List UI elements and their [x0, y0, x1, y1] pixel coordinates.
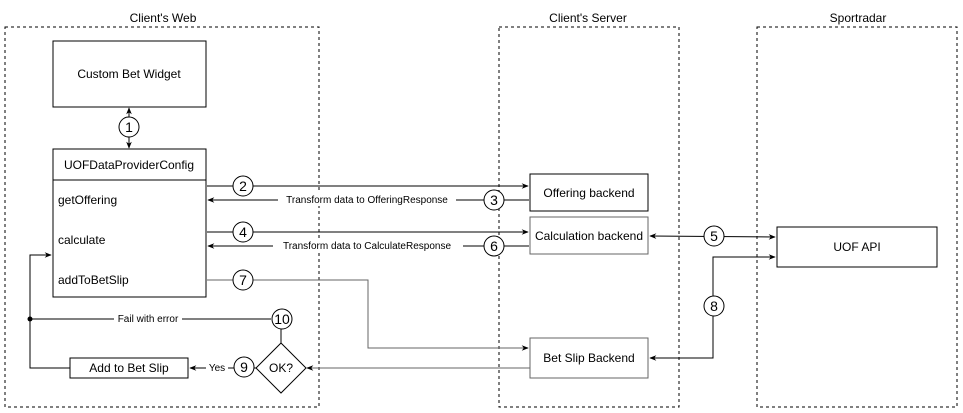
edge-step-8: 8 [649, 254, 776, 361]
step-5-badge [703, 225, 725, 247]
node-add-to-bet-slip[interactable]: Add to Bet Slip [69, 357, 189, 379]
edge-step-5: 5 [649, 225, 776, 247]
step-4-number: 4 [239, 224, 247, 240]
group-clients-web: Client's Web [4, 11, 320, 408]
step-4-badge [232, 221, 254, 243]
calculation-backend-label: Calculation backend [535, 229, 643, 243]
node-uof-data-provider-config[interactable]: UOFDataProviderConfig getOffering calcul… [52, 148, 207, 298]
step-7-badge [232, 269, 254, 291]
edge-step-7: 7 [207, 269, 529, 351]
method-add-to-bet-slip[interactable]: addToBetSlip [58, 273, 129, 287]
node-calculation-backend[interactable]: Calculation backend [529, 216, 649, 255]
edge-return-to-config [29, 252, 70, 369]
node-offering-backend[interactable]: Offering backend [529, 173, 649, 212]
edge-step-6: Transform data to CalculateResponse 6 [207, 235, 529, 257]
group-border-clients-server [498, 26, 680, 408]
edge-step-1: 1 [118, 107, 140, 149]
junction-dot [27, 316, 33, 322]
method-calculate[interactable]: calculate [58, 233, 106, 247]
step-1-number: 1 [125, 119, 133, 135]
step-8-number: 8 [710, 298, 718, 314]
group-title-clients-server: Client's Server [549, 11, 627, 25]
step-2-number: 2 [239, 178, 247, 194]
node-ok-decision[interactable]: OK? [255, 342, 307, 394]
edge-step-2: 2 [207, 175, 529, 197]
step-9-number: 9 [240, 359, 248, 375]
step-10-number: 10 [274, 311, 290, 327]
edge-step-10: Fail with error 10 [27, 308, 293, 343]
add-to-bet-slip-label: Add to Bet Slip [89, 361, 169, 375]
step-3-badge [483, 189, 505, 211]
step-2-badge [232, 175, 254, 197]
edge-step-9: Yes 9 [189, 356, 256, 378]
group-sportradar: Sportradar [756, 11, 958, 408]
node-bet-slip-backend[interactable]: Bet Slip Backend [529, 337, 649, 379]
step-1-badge [118, 116, 140, 138]
node-uof-api[interactable]: UOF API [776, 226, 938, 268]
edge-label-transform-offering: Transform data to OfferingResponse [286, 195, 448, 206]
step-5-number: 5 [710, 228, 718, 244]
node-custom-bet-widget[interactable]: Custom Bet Widget [52, 40, 207, 108]
step-10-badge [271, 308, 293, 330]
uof-config-title: UOFDataProviderConfig [64, 158, 194, 172]
ok-decision-label: OK? [269, 361, 293, 375]
custom-bet-widget-label: Custom Bet Widget [77, 67, 181, 81]
method-get-offering[interactable]: getOffering [58, 193, 117, 207]
group-title-clients-web: Client's Web [130, 11, 197, 25]
step-6-badge [483, 235, 505, 257]
edge-label-fail-with-error: Fail with error [118, 314, 179, 325]
edge-label-transform-calculate: Transform data to CalculateResponse [283, 241, 451, 252]
step-8-badge [703, 295, 725, 317]
edge-label-yes: Yes [209, 363, 225, 374]
uof-api-label: UOF API [833, 240, 880, 254]
group-title-sportradar: Sportradar [830, 11, 887, 25]
bet-slip-backend-label: Bet Slip Backend [543, 351, 634, 365]
step-9-badge [233, 356, 255, 378]
step-3-number: 3 [490, 192, 498, 208]
edge-step-4: 4 [207, 221, 529, 243]
group-clients-server: Client's Server [498, 11, 680, 408]
group-border-clients-web [4, 26, 320, 408]
group-border-sportradar [756, 26, 958, 408]
edge-step-3: Transform data to OfferingResponse 3 [207, 189, 529, 211]
step-7-number: 7 [239, 272, 247, 288]
offering-backend-label: Offering backend [543, 186, 634, 200]
step-6-number: 6 [490, 238, 498, 254]
